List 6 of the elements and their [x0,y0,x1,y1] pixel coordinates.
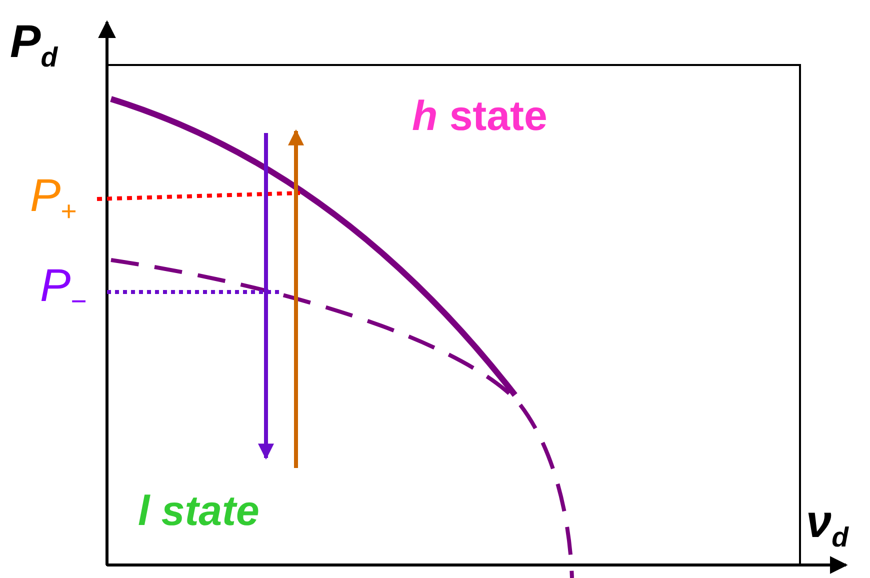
axis-label: ν$_{d}$ [806,498,848,552]
region-label: h state [412,95,548,137]
level-label: P$_{−}$ [40,262,87,316]
level-label: P$_{+}$ [30,172,77,226]
axis-label: P$_{d}$ [10,18,58,72]
region-label: l state [138,490,260,532]
